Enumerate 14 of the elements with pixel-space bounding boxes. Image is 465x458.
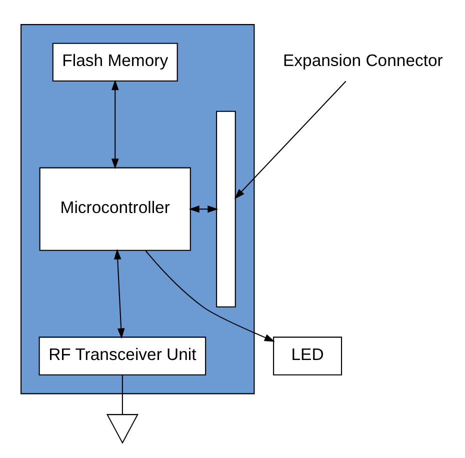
connector [122, 374, 123, 414]
arrow [234, 80, 346, 199]
node-picture [106, 414, 138, 444]
node-bar [216, 110, 236, 307]
node-box: LED [273, 336, 342, 375]
arrow [114, 248, 125, 338]
arrow [111, 79, 119, 169]
arrow [188, 204, 218, 212]
arrow [145, 250, 275, 342]
node-text: Expansion Connector [283, 50, 443, 70]
node-box: Microcontroller [39, 166, 191, 250]
cluster [20, 24, 255, 394]
node-box: RF Transceiver Unit [38, 336, 206, 375]
node-box: Flash Memory [52, 42, 178, 82]
